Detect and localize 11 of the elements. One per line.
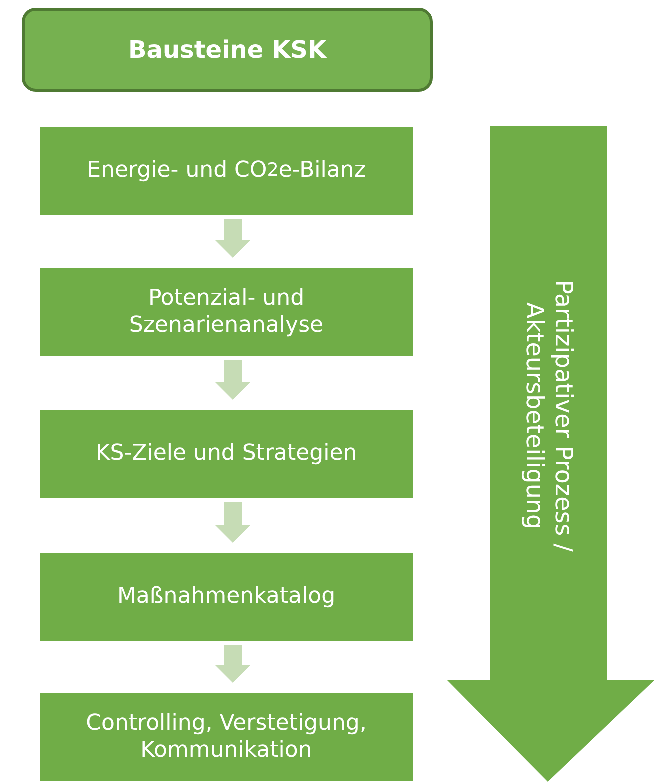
process-box: Potenzial- und Szenarienanalyse <box>40 268 413 356</box>
process-box: Maßnahmenkatalog <box>40 553 413 641</box>
process-box: Controlling, Verstetigung, Kommunikation <box>40 693 413 781</box>
title-box: Bausteine KSK <box>22 8 433 92</box>
arrow <box>215 219 251 258</box>
arrow-label: Partizipativer Prozess / Akteursbeteiligung <box>520 279 578 554</box>
arrow <box>215 360 251 400</box>
process-box: KS-Ziele und Strategien <box>40 410 413 498</box>
arrow <box>215 502 251 543</box>
arrow <box>215 645 251 683</box>
process-arrow <box>447 126 655 782</box>
